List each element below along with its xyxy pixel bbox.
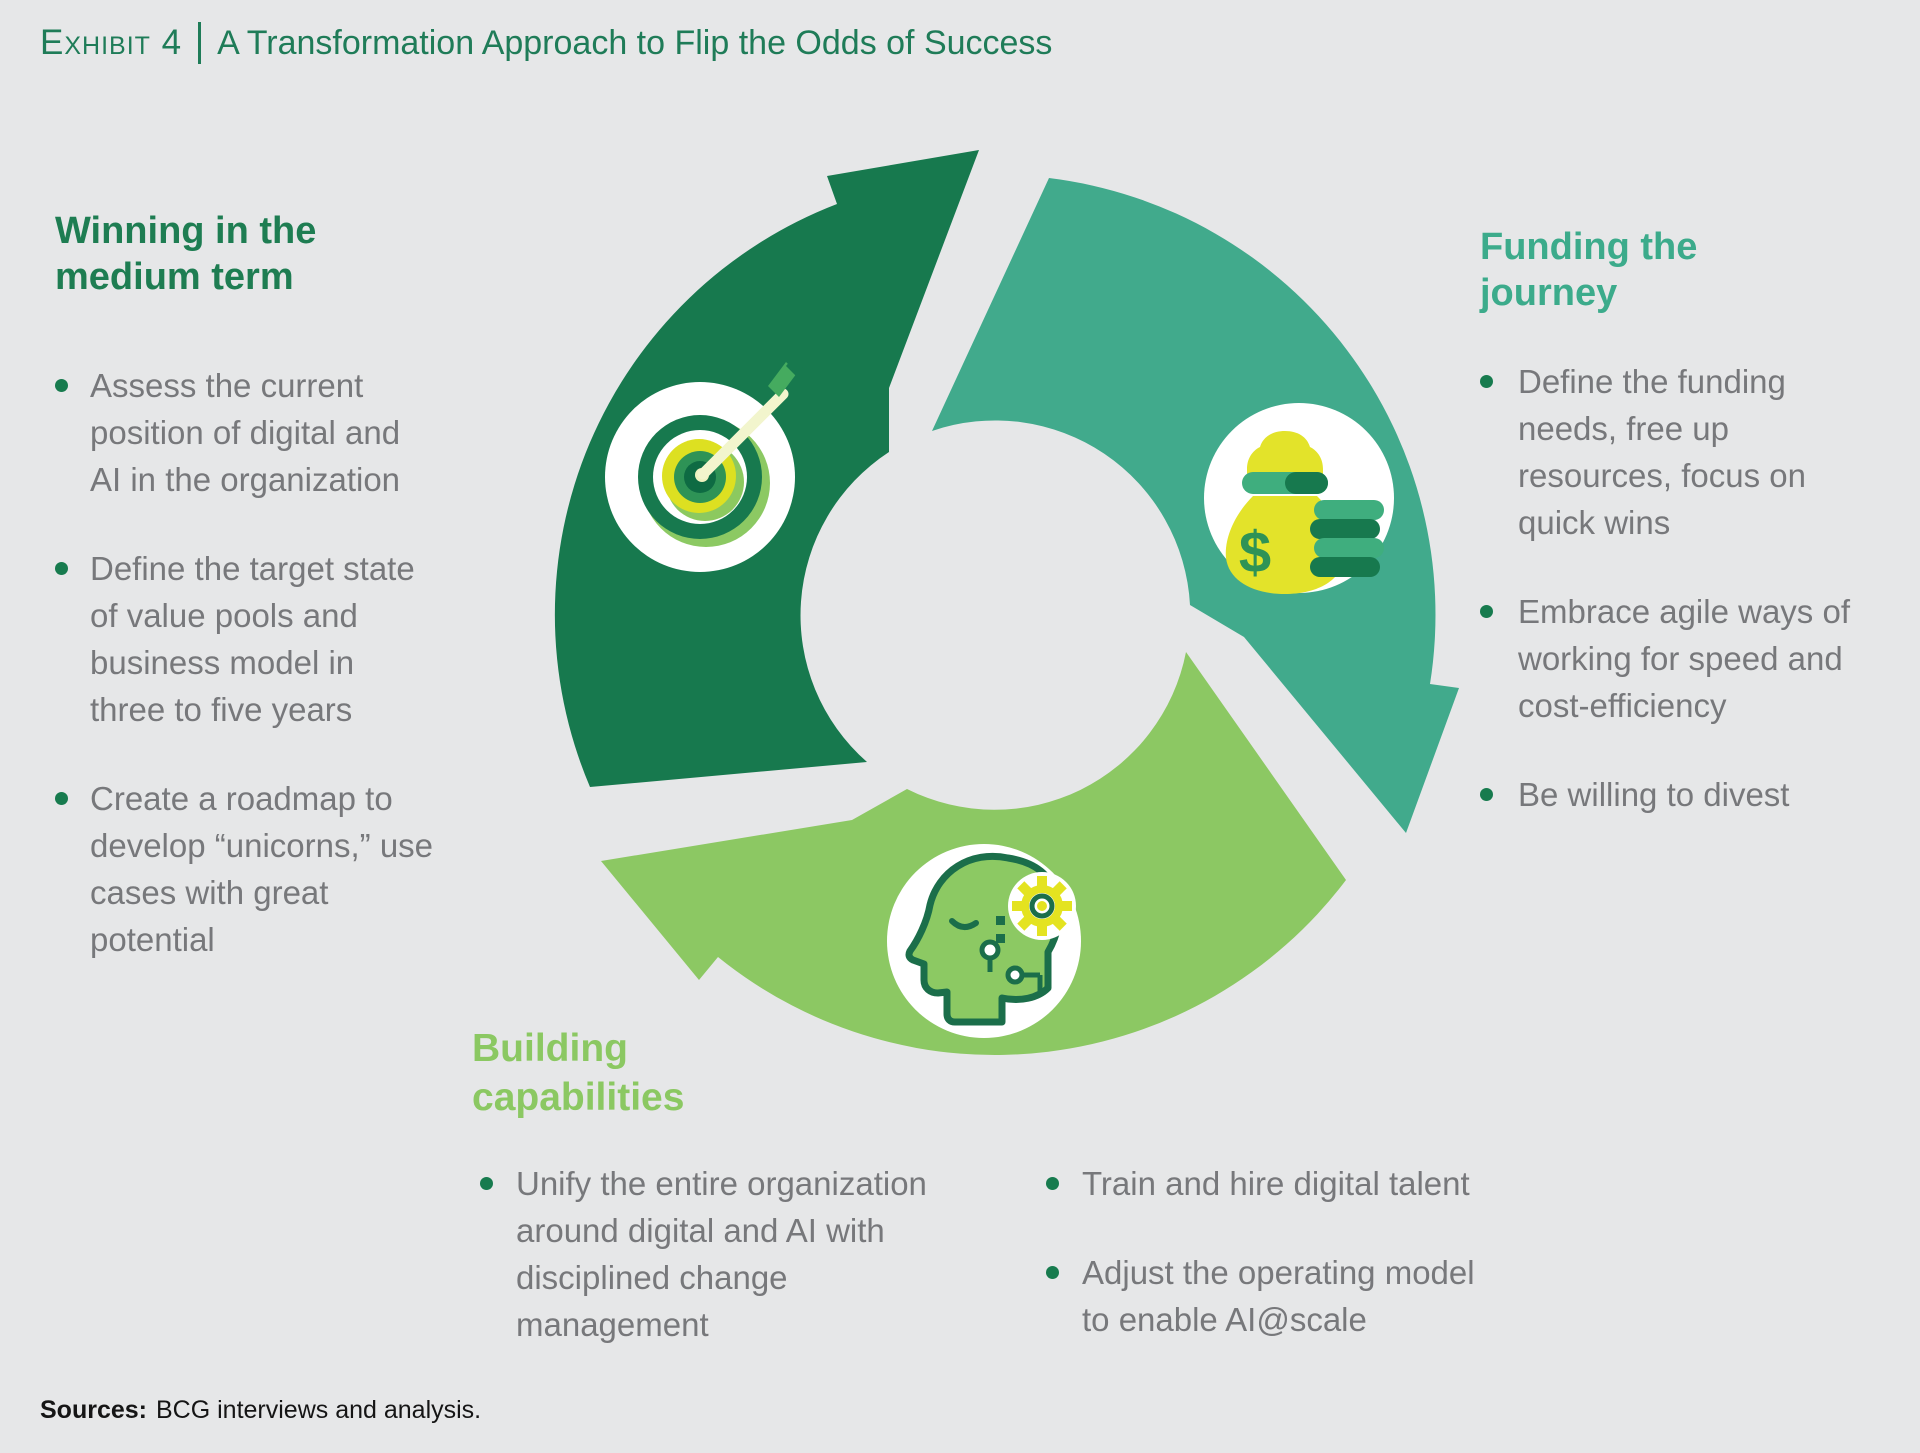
bullet-dot (480, 1177, 493, 1190)
bullet-text: Assess the current position of digital a… (90, 367, 401, 498)
cycle-segment-funding (932, 178, 1459, 833)
list-item: Adjust the operating model to enable AI@… (1040, 1249, 1600, 1343)
exhibit-number-label: Exhibit 4 (40, 23, 183, 62)
list-item: Unify the entire organization around dig… (474, 1160, 1034, 1348)
bullet-text: Train and hire digital talent (1082, 1165, 1470, 1202)
bullet-text: Create a roadmap to develop “unicorns,” … (90, 780, 434, 958)
bullet-text: Be willing to divest (1518, 776, 1790, 813)
bullet-text: Define the funding needs, free up resour… (1518, 363, 1806, 541)
bullet-text: Embrace agile ways of working for speed … (1518, 593, 1850, 724)
bullet-text: Adjust the operating model to enable AI@… (1082, 1254, 1475, 1338)
bullet-dot (1046, 1266, 1059, 1279)
funding-bullet-list: Define the funding needs, free up resour… (1480, 358, 1900, 818)
list-item: Be willing to divest (1480, 771, 1900, 818)
list-item: Embrace agile ways of working for speed … (1480, 588, 1900, 729)
bullet-dot (1480, 788, 1493, 801)
building-bullet-list-left: Unify the entire organization around dig… (474, 1160, 1034, 1348)
exhibit-title: Exhibit 4 A Transformation Approach to F… (40, 22, 1052, 64)
target-icon (605, 350, 809, 572)
sources-line: Sources: BCG interviews and analysis. (40, 1396, 481, 1425)
list-item: Create a roadmap to develop “unicorns,” … (55, 775, 455, 963)
title-separator (198, 22, 202, 64)
bullet-text: Define the target state of value pools a… (90, 550, 415, 728)
bullet-dot (1480, 375, 1493, 388)
bullet-dot (55, 562, 68, 575)
bullet-dot (1480, 605, 1493, 618)
sources-label: Sources: (40, 1396, 147, 1424)
bullet-dot (1046, 1177, 1059, 1190)
head-gear-icon (887, 844, 1081, 1038)
list-item: Define the target state of value pools a… (55, 545, 455, 733)
list-item: Define the funding needs, free up resour… (1480, 358, 1900, 546)
heading-winning: Winning in the medium term (55, 210, 317, 298)
list-item: Train and hire digital talent (1040, 1160, 1600, 1207)
heading-building: Building capabilities (472, 1027, 685, 1119)
dollar-glyph: $ (1239, 520, 1271, 585)
money-bag-icon: $ (1204, 403, 1394, 594)
bullet-dot (55, 792, 68, 805)
gear-icon (1012, 876, 1072, 936)
sources-text: BCG interviews and analysis. (155, 1396, 482, 1424)
list-item: Assess the current position of digital a… (55, 362, 455, 503)
bullet-text: Unify the entire organization around dig… (516, 1165, 927, 1343)
bullet-dot (55, 379, 68, 392)
building-bullet-list-right: Train and hire digital talent Adjust the… (1040, 1160, 1600, 1343)
winning-bullet-list: Assess the current position of digital a… (55, 362, 455, 963)
heading-funding: Funding the journey (1480, 226, 1698, 314)
page-title: A Transformation Approach to Flip the Od… (217, 23, 1053, 62)
